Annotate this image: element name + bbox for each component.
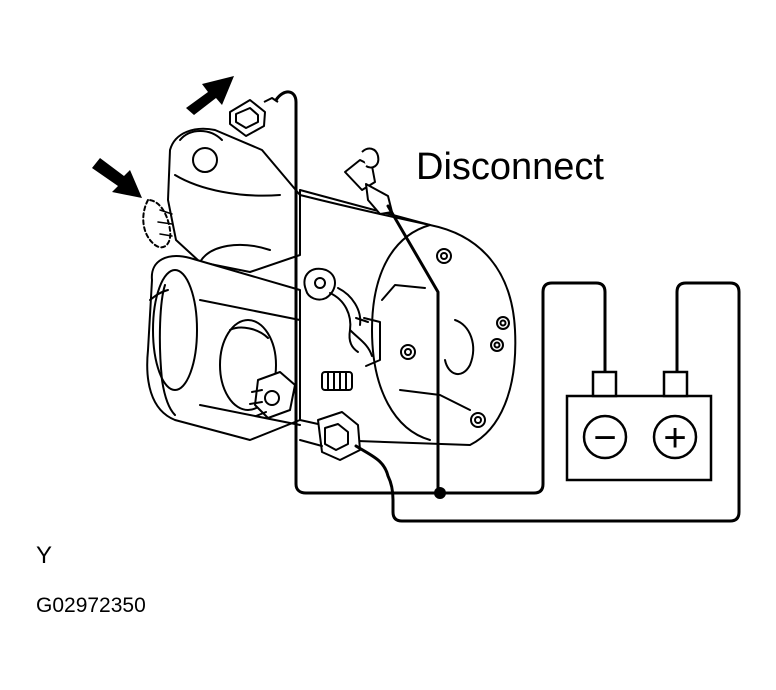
arrow-icon-left: [92, 158, 142, 198]
test-lead-wires: [274, 90, 741, 523]
starter-motor: [142, 127, 517, 461]
figure-code: G02972350: [36, 594, 146, 617]
battery-negative-symbol: −: [593, 416, 616, 460]
marker-label: Y: [36, 542, 53, 569]
disconnect-terminal-clip: [344, 147, 393, 215]
arrow-icon-top: [186, 76, 234, 115]
battery: [565, 370, 713, 482]
disconnect-label: Disconnect: [416, 146, 604, 188]
battery-positive-terminal-icon: [652, 414, 698, 460]
wire-junction-dot: [434, 487, 446, 499]
battery-positive-symbol: +: [663, 416, 686, 460]
disconnected-connector-top: [229, 97, 279, 137]
battery-negative-terminal-icon: [582, 414, 628, 460]
